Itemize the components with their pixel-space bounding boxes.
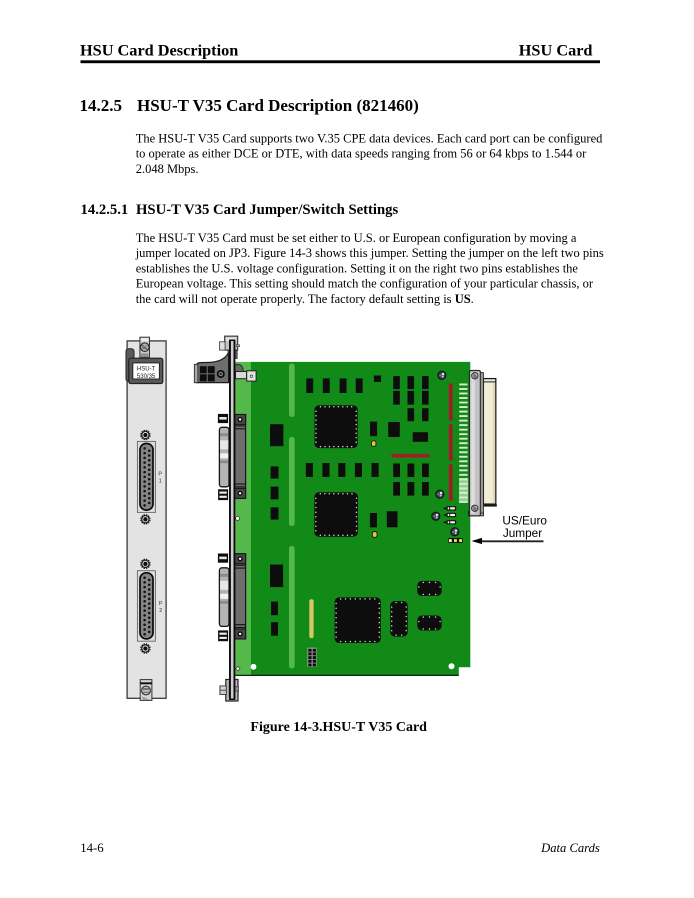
svg-text:P: P xyxy=(158,472,162,478)
svg-text:HSU Card: HSU Card xyxy=(519,41,593,60)
svg-text:2: 2 xyxy=(159,608,162,614)
svg-text:P: P xyxy=(159,601,163,607)
svg-text:2.048 Mbps.: 2.048 Mbps. xyxy=(136,162,199,176)
svg-text:Jumper: Jumper xyxy=(503,526,542,540)
svg-text:European voltage. This setting: European voltage. This setting should ma… xyxy=(136,277,594,291)
svg-text:The HSU-T V35 Card must be set: The HSU-T V35 Card must be set either to… xyxy=(136,231,577,245)
svg-text:establishes the U.S. voltage c: establishes the U.S. voltage configurati… xyxy=(136,261,579,275)
svg-text:the card will not operate prop: the card will not operate properly. The … xyxy=(136,292,474,306)
svg-text:HSU-T V35 Card Description (82: HSU-T V35 Card Description (821460) xyxy=(137,96,419,115)
svg-text:The HSU-T V35 Card supports tw: The HSU-T V35 Card supports two V.35 CPE… xyxy=(136,131,603,145)
svg-text:jumper located on JP3. Figure: jumper located on JP3. Figure 14-3 shows… xyxy=(135,246,604,260)
svg-text:HSU Card Description: HSU Card Description xyxy=(80,41,238,60)
svg-text:14.2.5: 14.2.5 xyxy=(80,96,123,115)
svg-text:Data Cards: Data Cards xyxy=(540,841,600,855)
svg-text:14-6: 14-6 xyxy=(80,841,104,855)
svg-text:HSU-T V35 Card Jumper/Switch S: HSU-T V35 Card Jumper/Switch Settings xyxy=(136,202,399,218)
svg-text:to operate as either DCE or DT: to operate as either DCE or DTE, with da… xyxy=(136,147,587,161)
svg-text:14.2.5.1: 14.2.5.1 xyxy=(81,202,129,218)
svg-text:Figure 14-3.HSU-T V35 Card: Figure 14-3.HSU-T V35 Card xyxy=(250,720,427,735)
svg-text:530/35: 530/35 xyxy=(137,374,156,380)
svg-text:HSU-T: HSU-T xyxy=(137,366,156,372)
svg-text:US/Euro: US/Euro xyxy=(502,513,547,527)
svg-text:1: 1 xyxy=(159,479,162,485)
